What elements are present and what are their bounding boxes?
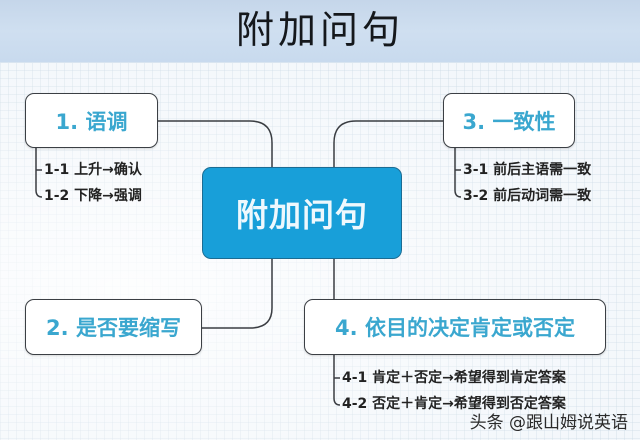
center-label: 附加问句 [235,196,368,234]
branch-label: 3. 一致性 [462,109,556,134]
branch-label: 1. 语调 [55,109,128,134]
branch-node-1[interactable]: 1. 语调 [25,93,158,148]
connector-branch-2 [202,259,273,329]
center-node[interactable]: 附加问句 [202,167,402,259]
connector-branch-1 [158,120,273,167]
watermark: 头条 @跟山姆说英语 [469,413,628,433]
branch-node-2[interactable]: 2. 是否要缩写 [25,299,202,355]
branch-label: 4. 依目的决定肯定或否定 [335,316,575,340]
sub-item-4-2: 4-2 否定＋肯定→希望得到否定答案 [342,396,566,412]
sub-item-1-2: 1-2 下降→强调 [44,188,142,204]
page-title: 附加问句 [235,8,404,52]
branch-node-4[interactable]: 4. 依目的决定肯定或否定 [304,299,606,355]
bracket-branch-1 [35,147,43,198]
sub-item-3-1: 3-1 前后主语需一致 [463,162,592,178]
bracket-branch-4 [333,354,341,406]
branch-node-3[interactable]: 3. 一致性 [443,93,575,148]
sub-item-1-1: 1-1 上升→确认 [44,162,142,178]
bracket-branch-3 [454,147,462,198]
sub-item-3-2: 3-2 前后动词需一致 [463,188,592,204]
title-banner: 附加问句 [0,0,640,63]
branch-label: 2. 是否要缩写 [46,316,181,340]
connector-branch-3 [333,120,443,167]
sub-item-4-1: 4-1 肯定＋否定→希望得到肯定答案 [342,370,566,386]
